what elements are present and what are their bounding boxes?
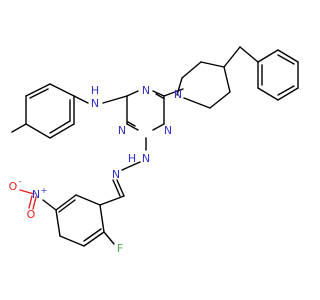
bond	[223, 46, 241, 68]
bond	[99, 195, 125, 206]
bond	[58, 199, 76, 213]
bond	[152, 90, 165, 97]
molecule-canvas: N H N N N N N H N N + O - O F	[9, 46, 299, 255]
hydrazone-linker	[99, 137, 147, 206]
bond	[103, 231, 115, 245]
bond	[163, 88, 184, 97]
bond	[49, 120, 71, 134]
atom-fluorine: F	[117, 242, 123, 255]
nitrofluorophenyl-ring	[42, 194, 115, 247]
atom-nitro-o1: O	[9, 180, 18, 193]
atom-nitro-n-charge: +	[41, 186, 48, 195]
bond	[75, 194, 101, 206]
bond	[152, 123, 165, 131]
bond	[49, 123, 75, 139]
bond	[277, 85, 295, 96]
bond	[183, 97, 211, 109]
bond	[121, 161, 141, 171]
triazine-ring	[126, 90, 165, 131]
bond	[257, 49, 279, 63]
bond	[25, 83, 51, 97]
bond	[28, 195, 33, 209]
bond	[127, 121, 136, 127]
atom-nh-h: H	[91, 84, 99, 97]
atom-hydrazine-n2: N	[112, 168, 120, 181]
atom-triazine-n1: N	[142, 84, 150, 97]
nitro-group-bonds	[19, 189, 37, 210]
bond	[277, 87, 299, 101]
benzyl-group	[223, 46, 299, 101]
piperidine-ring	[163, 61, 231, 109]
bond	[32, 196, 37, 210]
bond	[49, 83, 75, 97]
bond	[200, 61, 225, 68]
bond	[277, 49, 299, 63]
structure-diagram: N H N N N N N H N N + O - O F	[9, 46, 299, 255]
bond	[59, 235, 85, 247]
atom-nh: N	[91, 97, 99, 110]
atom-triazine-n3: N	[164, 124, 172, 137]
bond	[277, 54, 295, 65]
bond	[239, 46, 259, 63]
bond	[176, 77, 183, 96]
atom-nitro-o1-charge: -	[19, 177, 22, 186]
bond	[257, 87, 279, 101]
methyl-bond	[11, 123, 27, 133]
bond	[83, 228, 102, 242]
bond	[83, 231, 105, 247]
atom-nitro-o2: O	[27, 208, 36, 221]
bond	[55, 194, 77, 211]
bond	[223, 66, 231, 93]
bond	[42, 199, 57, 211]
bond	[181, 61, 202, 79]
bond	[99, 204, 105, 233]
bond	[73, 95, 89, 104]
amine-linker	[73, 95, 128, 104]
atom-triazine-n2: N	[118, 124, 126, 137]
bond	[209, 91, 231, 109]
bond	[126, 123, 139, 131]
atom-hydrazine-n1: N	[142, 152, 150, 165]
atom-piperidine-n: N	[174, 88, 182, 101]
atom-nitro-n: N	[32, 188, 40, 201]
bond	[19, 189, 35, 195]
bond	[116, 179, 125, 197]
tolyl-ring	[11, 83, 75, 139]
bond	[155, 93, 164, 99]
bond	[112, 179, 121, 197]
bond	[126, 90, 139, 97]
bond	[25, 123, 51, 139]
bond	[29, 88, 49, 99]
atom-hydrazine-n1-h: H	[128, 152, 136, 165]
bond	[102, 95, 128, 104]
bond	[55, 209, 61, 237]
